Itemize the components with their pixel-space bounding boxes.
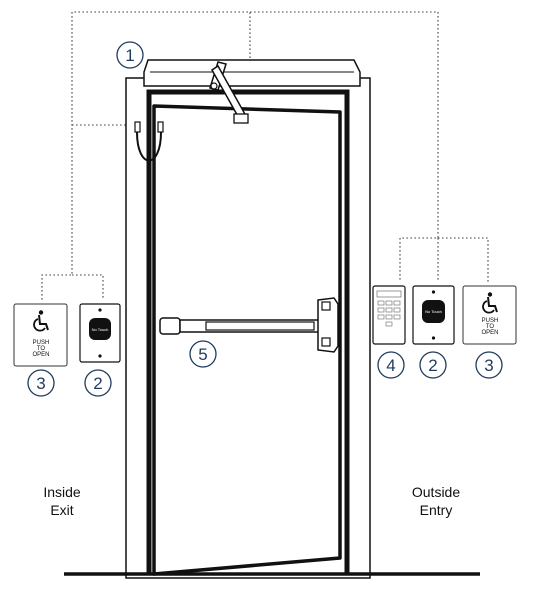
door-leaf xyxy=(152,104,342,576)
inside-label-line1: Inside xyxy=(43,484,81,500)
callout-operator-number: 1 xyxy=(125,46,134,65)
callout-push-plate-inside-number: 3 xyxy=(36,374,45,393)
inside-label-line2: Exit xyxy=(50,502,73,518)
callout-keypad: 4 xyxy=(377,351,405,379)
push-plate-line2-outside: TO xyxy=(486,324,495,330)
touch-switch-label-outside: No Touch xyxy=(425,309,442,314)
callout-touchless-switch-outside: 2 xyxy=(419,351,447,379)
touchless-switch-outside: No Touch xyxy=(412,285,455,345)
callout-keypad-number: 4 xyxy=(386,356,395,375)
callout-exit-device: 5 xyxy=(189,340,217,368)
touch-switch-label: No Touch xyxy=(92,327,109,332)
wheelchair-icon xyxy=(33,310,49,332)
door-operator xyxy=(143,59,361,124)
push-plate-inside: PUSH TO OPEN xyxy=(13,303,68,367)
keypad xyxy=(372,285,406,345)
wheelchair-icon xyxy=(482,292,498,314)
callout-touchless-switch-inside: 2 xyxy=(84,369,112,397)
callout-touchless-switch-outside-number: 2 xyxy=(428,356,437,375)
push-plate-line1-outside: PUSH xyxy=(482,318,499,324)
touchless-switch-inside: No Touch xyxy=(79,303,121,363)
callout-exit-device-number: 5 xyxy=(198,345,207,364)
push-plate-line2: TO xyxy=(37,346,46,352)
push-plate-line3-outside: OPEN xyxy=(481,330,498,336)
callout-push-plate-outside-number: 3 xyxy=(484,356,493,375)
callout-push-plate-outside: 3 xyxy=(475,351,503,379)
callout-operator: 1 xyxy=(116,41,144,69)
callout-touchless-switch-inside-number: 2 xyxy=(93,374,102,393)
push-plate-outside: PUSH TO OPEN xyxy=(462,285,517,345)
callout-push-plate-inside: 3 xyxy=(27,369,55,397)
outside-label-line2: Entry xyxy=(420,502,453,518)
outside-label-line1: Outside xyxy=(412,484,460,500)
wiring-lines xyxy=(41,11,489,300)
push-plate-line1: PUSH xyxy=(33,340,50,346)
push-plate-line3: OPEN xyxy=(32,352,49,358)
power-transfer-loop xyxy=(134,121,164,162)
exit-device xyxy=(159,297,339,353)
